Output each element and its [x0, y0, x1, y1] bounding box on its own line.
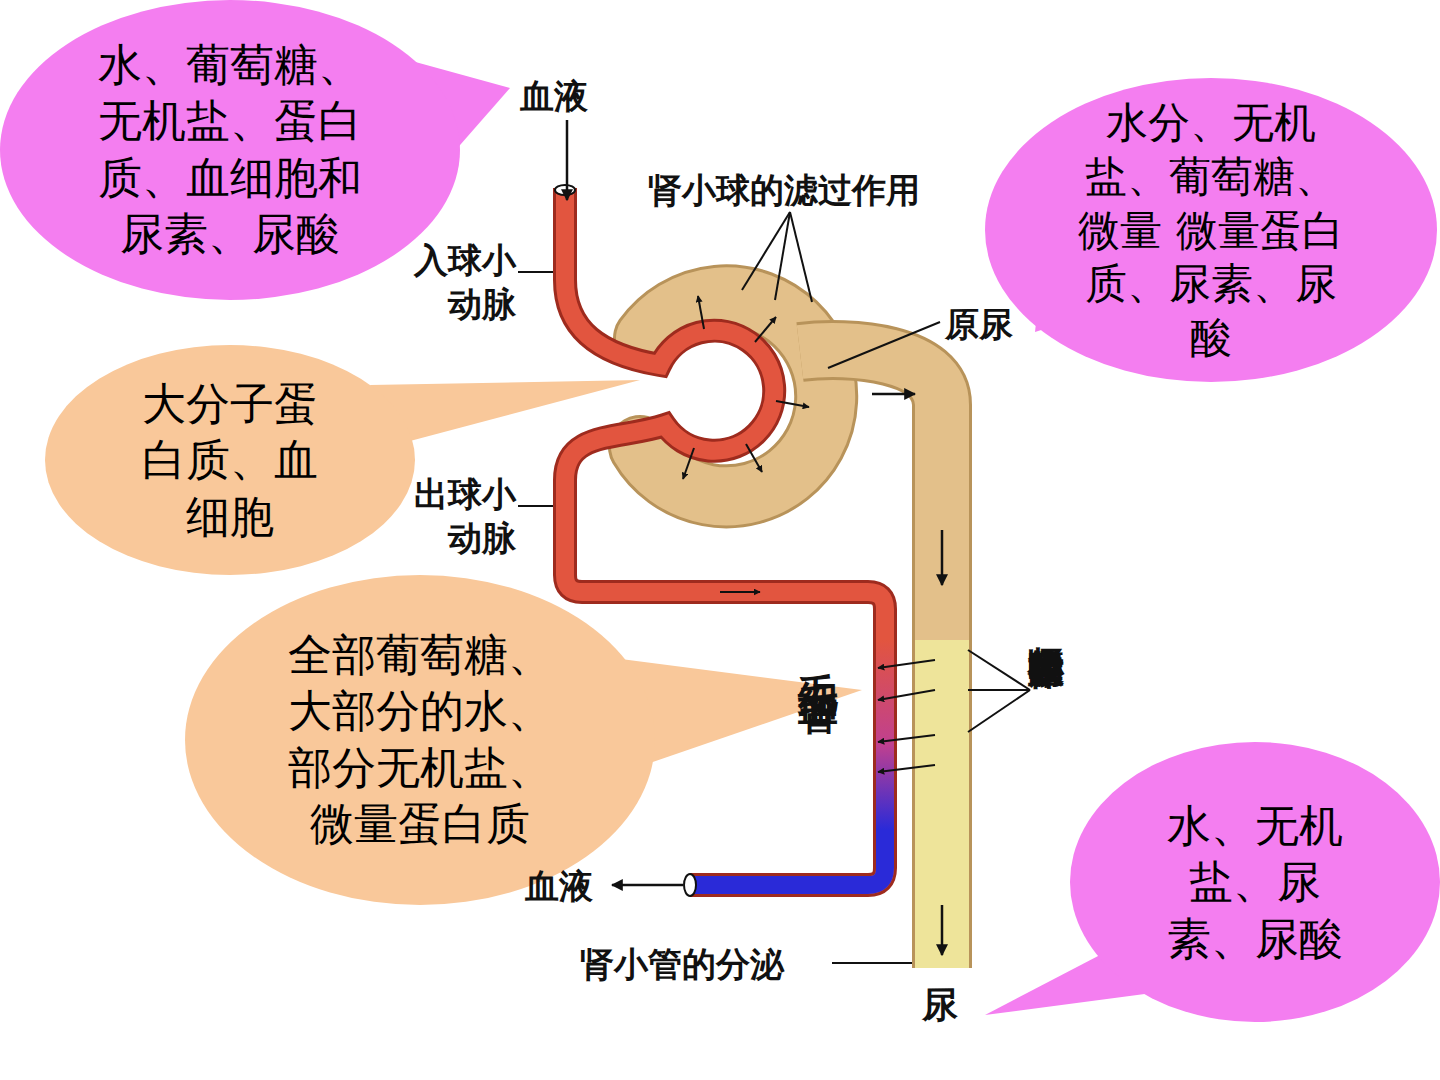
- bubble-ellipse: [985, 78, 1437, 382]
- flow-arrow: [720, 591, 760, 593]
- bubble-text-group: 全部葡萄糖、大部分的水、部分无机盐、微量蛋白质: [275, 627, 565, 852]
- bubble-ellipse: [185, 575, 655, 905]
- part-label: 毛细血管: [798, 640, 838, 672]
- leader-line: [790, 212, 812, 302]
- vessel-end: [555, 185, 575, 195]
- callout-bubble: 水分、无机盐、葡萄糖、微量 微量蛋白质、尿素、尿酸: [985, 78, 1437, 382]
- filtration-arrow: [746, 444, 762, 472]
- bubble-ellipse: [45, 345, 415, 575]
- flow-arrow: [872, 393, 915, 396]
- leader-line: [775, 212, 790, 300]
- capillary: [690, 640, 885, 885]
- leader-line: [518, 505, 553, 507]
- part-label: 血液: [525, 864, 593, 908]
- callout-bubble: 水、葡萄糖、无机盐、蛋白质、血细胞和尿素、尿酸: [0, 0, 460, 300]
- bubble-text-group: 水分、无机盐、葡萄糖、微量 微量蛋白质、尿素、尿酸: [1066, 96, 1356, 365]
- vessel-end: [684, 874, 696, 896]
- flow-arrow: [941, 905, 944, 955]
- part-label: 肾小管的重吸收作用: [1028, 618, 1064, 627]
- leader-line: [518, 271, 553, 273]
- leader-line: [832, 962, 912, 964]
- part-label: 入球小动脉: [410, 238, 516, 326]
- bubble-text: 大分子蛋白质、血细胞: [130, 376, 330, 545]
- bubble-text-group: 水、无机盐、尿素、尿酸: [1155, 798, 1355, 967]
- flow-arrow: [612, 884, 683, 887]
- filtration-arrow: [776, 401, 809, 407]
- reabsorption-arrow: [878, 690, 935, 700]
- leader-line: [968, 689, 1030, 691]
- bubble-text: 水分、无机盐、葡萄糖、微量 微量蛋白质、尿素、尿酸: [1066, 96, 1356, 365]
- part-label: 肾小球的滤过作用: [648, 168, 920, 212]
- bubble-text-group: 大分子蛋白质、血细胞: [130, 376, 330, 545]
- filtration-arrow: [698, 296, 704, 329]
- bubble-text: 水、无机盐、尿素、尿酸: [1155, 798, 1355, 967]
- reabsorption-arrow: [878, 735, 935, 742]
- bubble-text: 水、葡萄糖、无机盐、蛋白质、血细胞和尿素、尿酸: [85, 37, 375, 262]
- bubble-shape: [185, 575, 655, 905]
- callout-bubble: 大分子蛋白质、血细胞: [45, 345, 415, 575]
- part-label: 血液: [520, 74, 588, 118]
- leader-line: [968, 690, 1030, 732]
- bubble-text-group: 水、葡萄糖、无机盐、蛋白质、血细胞和尿素、尿酸: [85, 37, 375, 262]
- filtration-arrow: [683, 448, 694, 479]
- flow-arrow: [941, 530, 944, 585]
- filtration-arrow: [755, 317, 776, 342]
- bubble-text: 全部葡萄糖、大部分的水、部分无机盐、微量蛋白质: [275, 627, 565, 852]
- bubble-ellipse: [0, 0, 460, 300]
- part-label: 出球小动脉: [410, 472, 516, 560]
- flow-arrow: [566, 120, 569, 200]
- part-label: 尿: [922, 982, 958, 1029]
- leader-line: [828, 322, 940, 368]
- bubble-ellipse: [1070, 742, 1440, 1022]
- distal-tubule: [915, 640, 969, 968]
- part-label: 原尿: [945, 302, 1013, 346]
- reabsorption-arrow: [878, 660, 935, 668]
- part-label: 肾小管的分泌: [580, 942, 784, 986]
- callout-bubble: 全部葡萄糖、大部分的水、部分无机盐、微量蛋白质: [185, 575, 655, 905]
- leader-line: [968, 650, 1030, 690]
- reabsorption-arrow: [878, 765, 935, 772]
- callout-bubble: 水、无机盐、尿素、尿酸: [1070, 742, 1440, 1022]
